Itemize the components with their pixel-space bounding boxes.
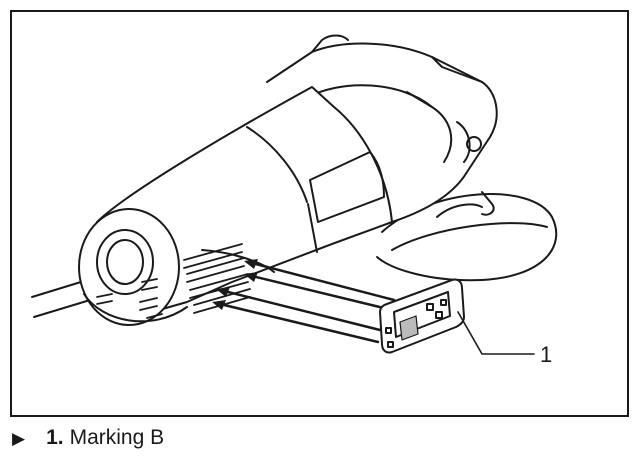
figure-frame: 1 bbox=[10, 10, 629, 417]
figure-caption: ▶ 1. Marking B bbox=[12, 424, 164, 452]
vent-slots bbox=[96, 243, 251, 319]
attachment-arrows bbox=[218, 261, 396, 344]
callout-leader bbox=[457, 311, 535, 355]
callout-label-1: 1 bbox=[540, 342, 552, 367]
angle-grinder-drawing: 1 bbox=[31, 34, 558, 367]
triangle-right-icon: ▶ bbox=[12, 428, 26, 448]
caption-item-label: Marking B bbox=[69, 426, 165, 449]
gear-disc bbox=[376, 193, 558, 282]
marking-b-plate bbox=[379, 278, 465, 354]
caption-item-number: 1. bbox=[46, 426, 64, 449]
